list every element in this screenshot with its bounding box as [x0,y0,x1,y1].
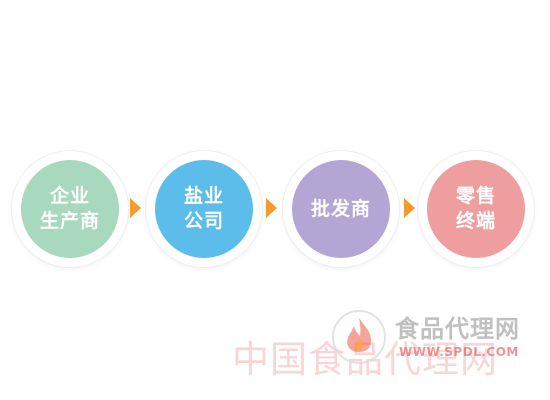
node-disc: 批发商 [292,160,390,258]
right-arrow-icon [266,198,277,218]
flame-logo-icon [332,310,386,364]
watermark-site-title: 食品代理网 [395,315,520,343]
right-arrow-icon [404,198,415,218]
node-label-line-1: 批发商 [310,197,371,220]
node-label-line-2: 公司 [183,210,224,232]
node-retail-terminal: 零售 终端 [418,151,534,267]
node-label-line-1: 企业 [49,185,90,207]
node-salt-company: 盐业 公司 [146,151,262,267]
node-disc: 盐业 公司 [155,160,253,258]
node-label-line-2: 生产商 [39,210,100,232]
node-wholesaler: 批发商 [283,151,399,267]
node-enterprise-producer: 企业 生产商 [12,151,128,267]
node-label-line-2: 终端 [455,210,496,232]
right-arrow-icon [130,198,141,218]
node-label-line-1: 零售 [455,185,496,207]
watermark-url: WWW.SPDL.COM [399,345,519,359]
node-disc: 企业 生产商 [21,160,119,258]
node-label-line-1: 盐业 [183,185,224,207]
node-disc: 零售 终端 [427,160,525,258]
